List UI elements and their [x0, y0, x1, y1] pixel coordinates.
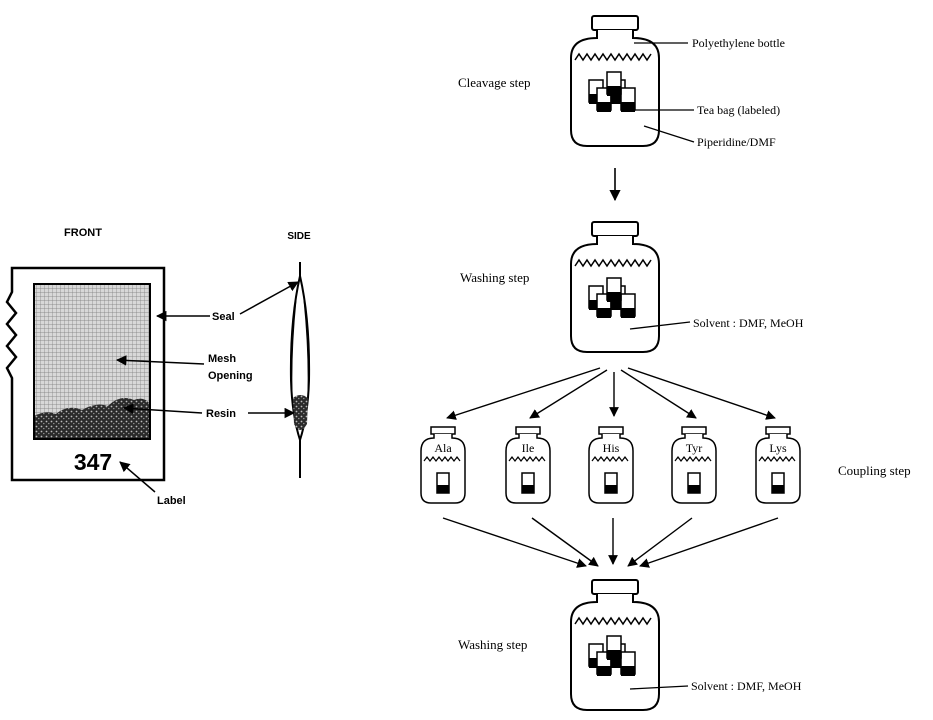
- amino-acid-label-lys: Lys: [769, 441, 787, 455]
- side-heading: SIDE: [287, 231, 311, 242]
- teabag-labeled-label: Tea bag (labeled): [697, 103, 780, 117]
- solvent-label-1: Solvent : DMF, MeOH: [693, 316, 804, 330]
- arrow-to-tyr: [620, 369, 697, 419]
- amino-acid-bottle-ala: [420, 426, 466, 504]
- amino-acid-bottle-tyr: [671, 426, 717, 504]
- front-heading: FRONT: [64, 227, 102, 239]
- washing-step-label-2: Washing step: [458, 637, 527, 652]
- amino-acid-bottle-his: [588, 426, 634, 504]
- label-arrow: [119, 461, 156, 493]
- amino-acid-bottle-lys: [755, 426, 801, 504]
- arrow-from-ile: [531, 517, 599, 567]
- seal-side-arrow: [239, 281, 299, 315]
- reagent-leader: [643, 125, 695, 143]
- amino-acid-bottle-ile: [505, 426, 551, 504]
- solvent-leader-2: [629, 685, 689, 690]
- mesh-arrow: [115, 355, 205, 366]
- amino-acid-label-ala: Ala: [434, 441, 452, 455]
- washing-bottle-2: [570, 579, 660, 711]
- resin-pile: [34, 398, 150, 439]
- washing-bottle-1: [570, 221, 660, 353]
- side-resin: [293, 395, 308, 430]
- arrow-to-ile: [529, 369, 608, 419]
- amino-acid-label-ile: Ile: [522, 441, 535, 455]
- bag-number-label: 347: [74, 449, 112, 475]
- piperidine-dmf-label: Piperidine/DMF: [697, 135, 776, 149]
- arrow-from-ala: [442, 517, 587, 568]
- mesh-label-line2: Opening: [208, 370, 253, 382]
- arrow-from-lys: [639, 517, 779, 568]
- teabag-figure: FRONT SIDE 347 Seal Mesh Opening Resin: [5, 227, 311, 507]
- teabag-front-view: 347: [5, 266, 166, 482]
- process-flow: Cleavage step Polyethylene bottle Tea ba…: [420, 15, 911, 711]
- polyethylene-bottle-label: Polyethylene bottle: [692, 36, 785, 50]
- arrow-to-lys: [627, 367, 776, 420]
- mesh-label-line1: Mesh: [208, 353, 236, 365]
- solvent-label-2: Solvent : DMF, MeOH: [691, 679, 802, 693]
- resin-label: Resin: [206, 408, 236, 420]
- coupling-step-label: Coupling step: [838, 463, 911, 478]
- teabag-side-view: [289, 262, 311, 478]
- resin-front-arrow: [122, 403, 203, 414]
- arrow-from-tyr: [627, 517, 693, 567]
- label-label: Label: [157, 495, 186, 507]
- coupling-bottles: Ala Ile His Tyr Lys: [420, 426, 801, 504]
- amino-acid-label-tyr: Tyr: [686, 441, 703, 455]
- arrow-to-ala: [446, 367, 601, 420]
- seal-label: Seal: [212, 311, 235, 323]
- amino-acid-label-his: His: [603, 441, 620, 455]
- washing-step-label-1: Washing step: [460, 270, 529, 285]
- cleavage-step-label: Cleavage step: [458, 75, 531, 90]
- solvent-leader-1: [629, 321, 691, 330]
